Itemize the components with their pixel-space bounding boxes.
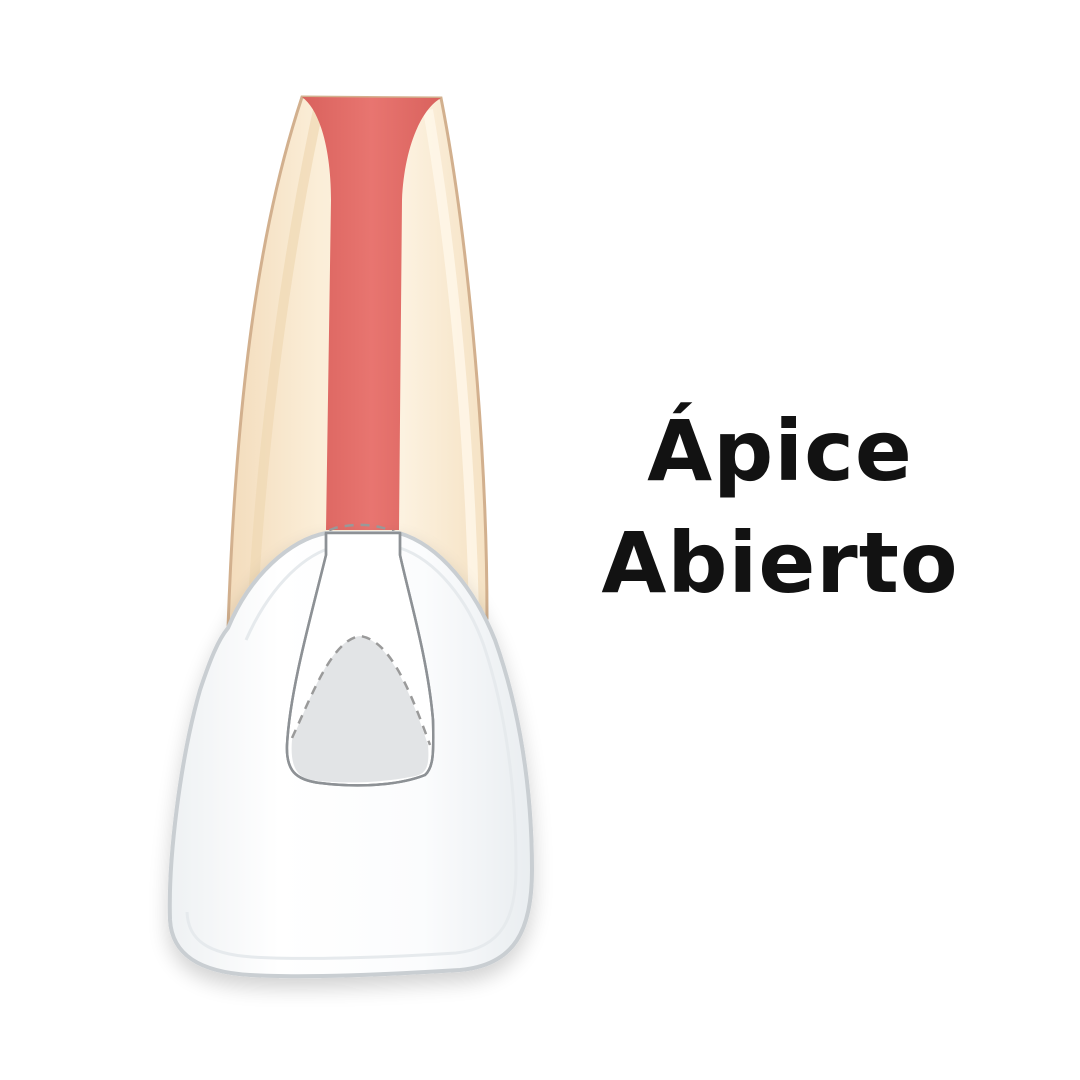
root-inner-left bbox=[247, 108, 323, 621]
diagram-title: Ápice Abierto bbox=[580, 395, 980, 619]
root-inner-right bbox=[423, 109, 479, 616]
pulp-chamber-outline-top bbox=[285, 533, 435, 787]
pulp-canal bbox=[302, 97, 441, 530]
pulp-horn-dashed-outline bbox=[290, 634, 432, 746]
crown-inner-rim bbox=[185, 546, 518, 960]
title-line-2: Abierto bbox=[601, 514, 959, 612]
title-line-1: Ápice bbox=[647, 402, 913, 500]
pulp-horn bbox=[291, 636, 429, 783]
